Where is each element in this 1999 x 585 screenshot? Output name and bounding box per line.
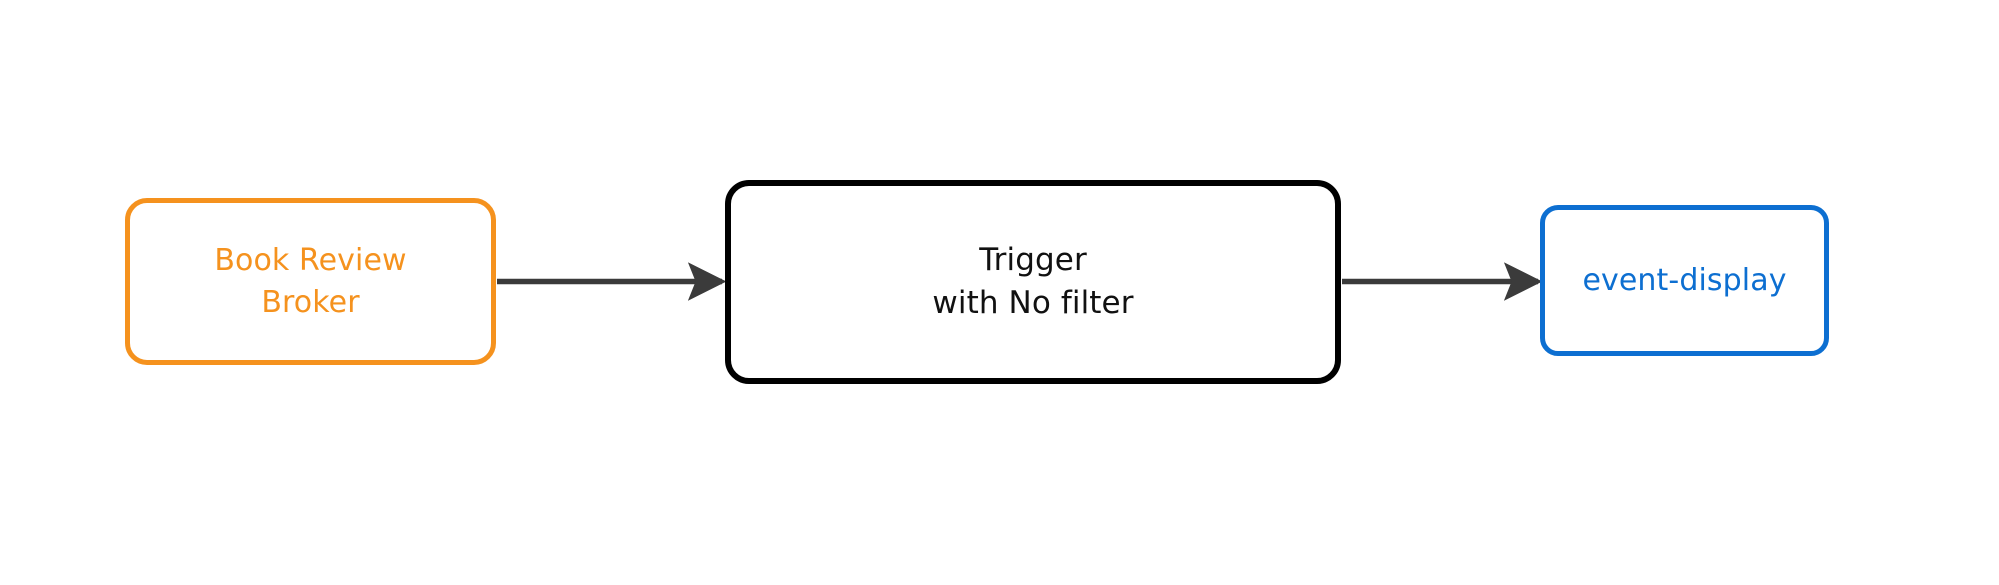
node-trigger-with-no-filter-label: Trigger with No filter (932, 241, 1134, 321)
node-trigger-with-no-filter[interactable]: Trigger with No filter (725, 180, 1341, 384)
node-event-display-label: event-display (1582, 262, 1787, 298)
node-book-review-broker[interactable]: Book Review Broker (125, 198, 496, 365)
node-book-review-broker-label: Book Review Broker (214, 242, 407, 320)
node-event-display[interactable]: event-display (1540, 205, 1829, 356)
